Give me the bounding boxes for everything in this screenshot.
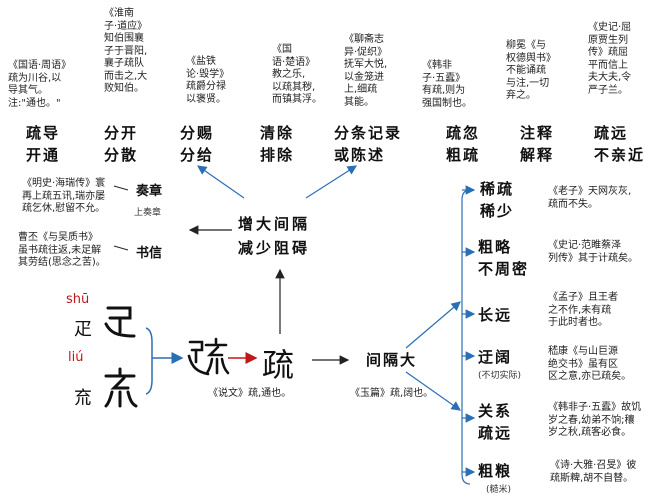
right-citation-shiji: 《史记·范睢蔡泽 列传》其于计疏矣。 (548, 240, 638, 264)
top-citation-7: 柳冕《与 权德舆书》 不能诵疏 与注,一切 弃之。 (506, 40, 556, 101)
combined-seal-glyph (187, 337, 230, 376)
right-citation-laozi: 《老子》天网灰灰, 疏而不失。 (548, 186, 632, 210)
right-meaning-yukuo: 迂阔 (478, 348, 513, 366)
liu-character: 㐬 (74, 388, 92, 409)
meaning-fentiao: 分条记录 或陈述 (334, 124, 403, 164)
left-citation-caopi: 曹丕《与吴质书》 虽书疏往返,未足解 其劳结(思念之苦)。 (18, 232, 106, 268)
meaning-shuyuan: 疏远 不亲近 (594, 124, 646, 164)
letter-label: 书信 (136, 246, 163, 261)
meaning-shudao: 疏导 开通 (26, 124, 61, 164)
right-citation-jikang: 嵇康《与山巨源 绝交书》虽有区 区之意,亦已疏矣。 (548, 346, 632, 382)
shu-character: 疋 (74, 319, 92, 340)
right-citation-hanfeizi: 《韩非子·五蠹》故饥 岁之春,幼弟不饷;穰 岁之秋,疏客必食。 (548, 402, 642, 438)
right-citation-mengzi: 《孟子》且王者 之不作,未有疏 于此时者也。 (548, 292, 618, 328)
main-character: 疏 (262, 346, 295, 384)
extend-interval-label: 增大间隔 减少阻碍 (238, 215, 311, 257)
right-bracket (461, 189, 471, 485)
top-citation-2: 《淮南 子·道应》 知伯围襄 子于晋阳, 襄子疏队 而击之,大 败知伯。 (104, 8, 148, 94)
top-citation-3: 《盐铁 论·毁学》 疏爵分禄 以褒贤。 (186, 56, 230, 105)
meaning-fenci: 分赐 分给 (180, 124, 215, 164)
yupian-citation: 《玉篇》疏,阔也。 (350, 388, 434, 399)
left-citation-mingshi: 《明史·海瑞传》寰 再上疏五讯,瑞亦屡 疏乞休,慰留不允。 (22, 178, 106, 214)
arrow-extend-to-top-right (305, 165, 358, 199)
shu-pinyin: shū (66, 292, 90, 307)
right-citation-shijing: 《诗·大雅·召旻》彼 疏斯粺,胡不自替。 (550, 460, 637, 484)
right-meaning-xishu: 稀疏 稀少 (480, 180, 515, 220)
shuowen-citation: 《说文》疏,通也。 (208, 388, 292, 399)
liu-pinyin: liú (68, 350, 84, 365)
shu-seal-glyph (104, 306, 136, 338)
arrow-interval-up (405, 301, 461, 349)
liu-seal-glyph (104, 367, 138, 408)
component-bracket (145, 327, 153, 395)
meaning-qingchu: 清除 排除 (260, 124, 295, 164)
top-citation-5: 《聊斋志 异·促织》 抚军大悦, 以金笼进 上,细疏 其能。 (344, 34, 388, 108)
arrow-extend-to-top-left (197, 165, 245, 199)
right-meaning-culve: 粗略 不周密 (478, 238, 530, 278)
meaning-fenkai: 分开 分散 (104, 124, 139, 164)
right-sub-culiang: (糙米) (486, 485, 512, 495)
right-meaning-guanxi: 关系 疏远 (478, 402, 513, 442)
top-citation-4: 《国 语·楚语》 教之乐, 以疏其秽, 而镇其浮。 (272, 44, 322, 105)
right-meaning-changyuan: 长远 (478, 306, 513, 324)
memorial-label: 奏章 (136, 184, 163, 199)
top-citation-6: 《韩非 子·五蠹》 有疏,则为 强国制也。 (422, 60, 472, 109)
top-citation-8: 《史记·屈 原贾生列 传》疏屈 平而信上 夫大夫,令 严子兰。 (588, 22, 632, 96)
arrow-interval-down (405, 371, 461, 411)
meaning-zhushi: 注释 解释 (520, 124, 555, 164)
memorial-sublabel: 上奏章 (134, 208, 162, 218)
right-sub-yukuo: (不切实际) (478, 371, 522, 381)
top-citation-1: 《国语·周语》 疏为川谷,以 导其气。 注:"通也。" (8, 60, 72, 109)
right-meaning-culiang: 粗粮 (478, 462, 513, 480)
interval-large-label: 间隔大 (366, 351, 418, 369)
meaning-shuhu: 疏忽 粗疏 (446, 124, 481, 164)
